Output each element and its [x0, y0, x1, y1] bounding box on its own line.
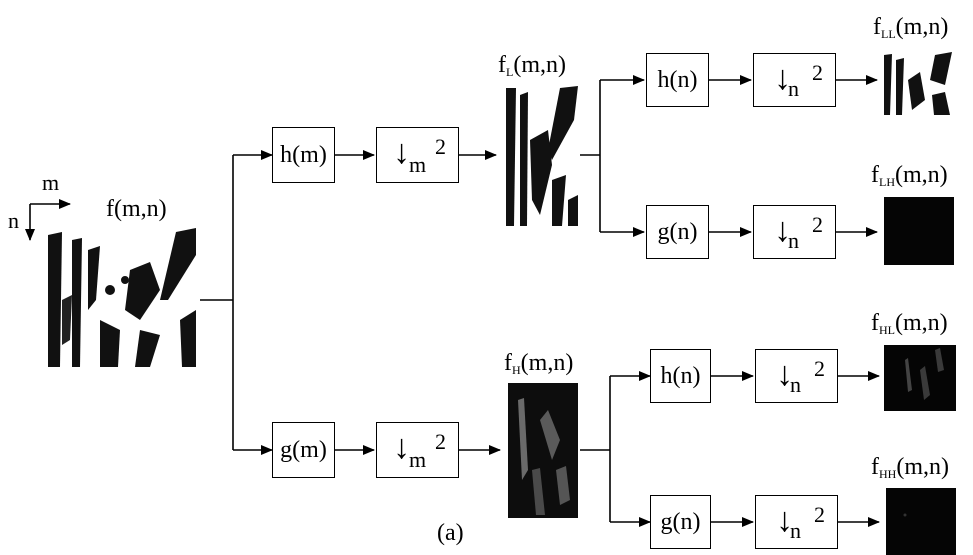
- fll-label: fLL(m,n): [873, 14, 949, 41]
- downsample-arrow: ↓: [393, 134, 410, 171]
- lh-image: [884, 197, 954, 265]
- downsample-factor: 2: [814, 502, 825, 527]
- gn-filter-top: g(n): [646, 205, 709, 259]
- fh-image: [508, 383, 578, 518]
- downsample-sub: n: [788, 228, 799, 253]
- downsample-arrow: ↓: [774, 212, 791, 249]
- downsample-sub: m: [409, 447, 427, 472]
- flh-label: fLH(m,n): [871, 162, 948, 189]
- hn-filter-bottom: h(n): [650, 349, 711, 403]
- downsample-n-hl: ↓ n 2: [755, 349, 838, 403]
- hm-filter: h(m): [272, 127, 335, 183]
- fl-image: [504, 86, 579, 226]
- downsample-sub: n: [788, 76, 799, 101]
- fh-label: fH(m,n): [504, 350, 574, 377]
- downsample-arrow: ↓: [776, 502, 793, 539]
- downsample-n-lh: ↓ n 2: [753, 205, 836, 259]
- downsample-factor: 2: [814, 356, 825, 381]
- ll-image: [882, 50, 954, 115]
- fhh-label: fHH(m,n): [871, 454, 949, 481]
- downsample-sub: m: [409, 152, 427, 177]
- fl-label: fL(m,n): [498, 52, 566, 79]
- downsample-m-bottom: ↓ m 2: [376, 422, 459, 478]
- hh-image: [886, 488, 956, 555]
- gn-filter-bottom: g(n): [650, 495, 711, 549]
- gm-filter: g(m): [272, 422, 335, 478]
- source-label: f(m,n): [106, 196, 167, 222]
- downsample-sub: n: [790, 518, 801, 543]
- hl-image: [884, 345, 956, 411]
- downsample-factor: 2: [435, 134, 446, 159]
- downsample-n-hh: ↓ n 2: [755, 495, 838, 549]
- downsample-factor: 2: [812, 60, 823, 85]
- axis-m-label: m: [42, 170, 60, 195]
- figure-caption: (a): [437, 520, 464, 546]
- downsample-m-top: ↓ m 2: [376, 127, 459, 183]
- downsample-arrow: ↓: [774, 60, 791, 97]
- hn-filter-top: h(n): [646, 53, 709, 107]
- downsample-factor: 2: [435, 429, 446, 454]
- downsample-factor: 2: [812, 212, 823, 237]
- downsample-sub: n: [790, 372, 801, 397]
- axis-n-label: n: [8, 208, 19, 233]
- downsample-n-ll: ↓ n 2: [753, 53, 836, 107]
- downsample-arrow: ↓: [393, 429, 410, 466]
- source-image: [48, 227, 196, 367]
- fhl-label: fHL(m,n): [871, 310, 948, 337]
- downsample-arrow: ↓: [776, 356, 793, 393]
